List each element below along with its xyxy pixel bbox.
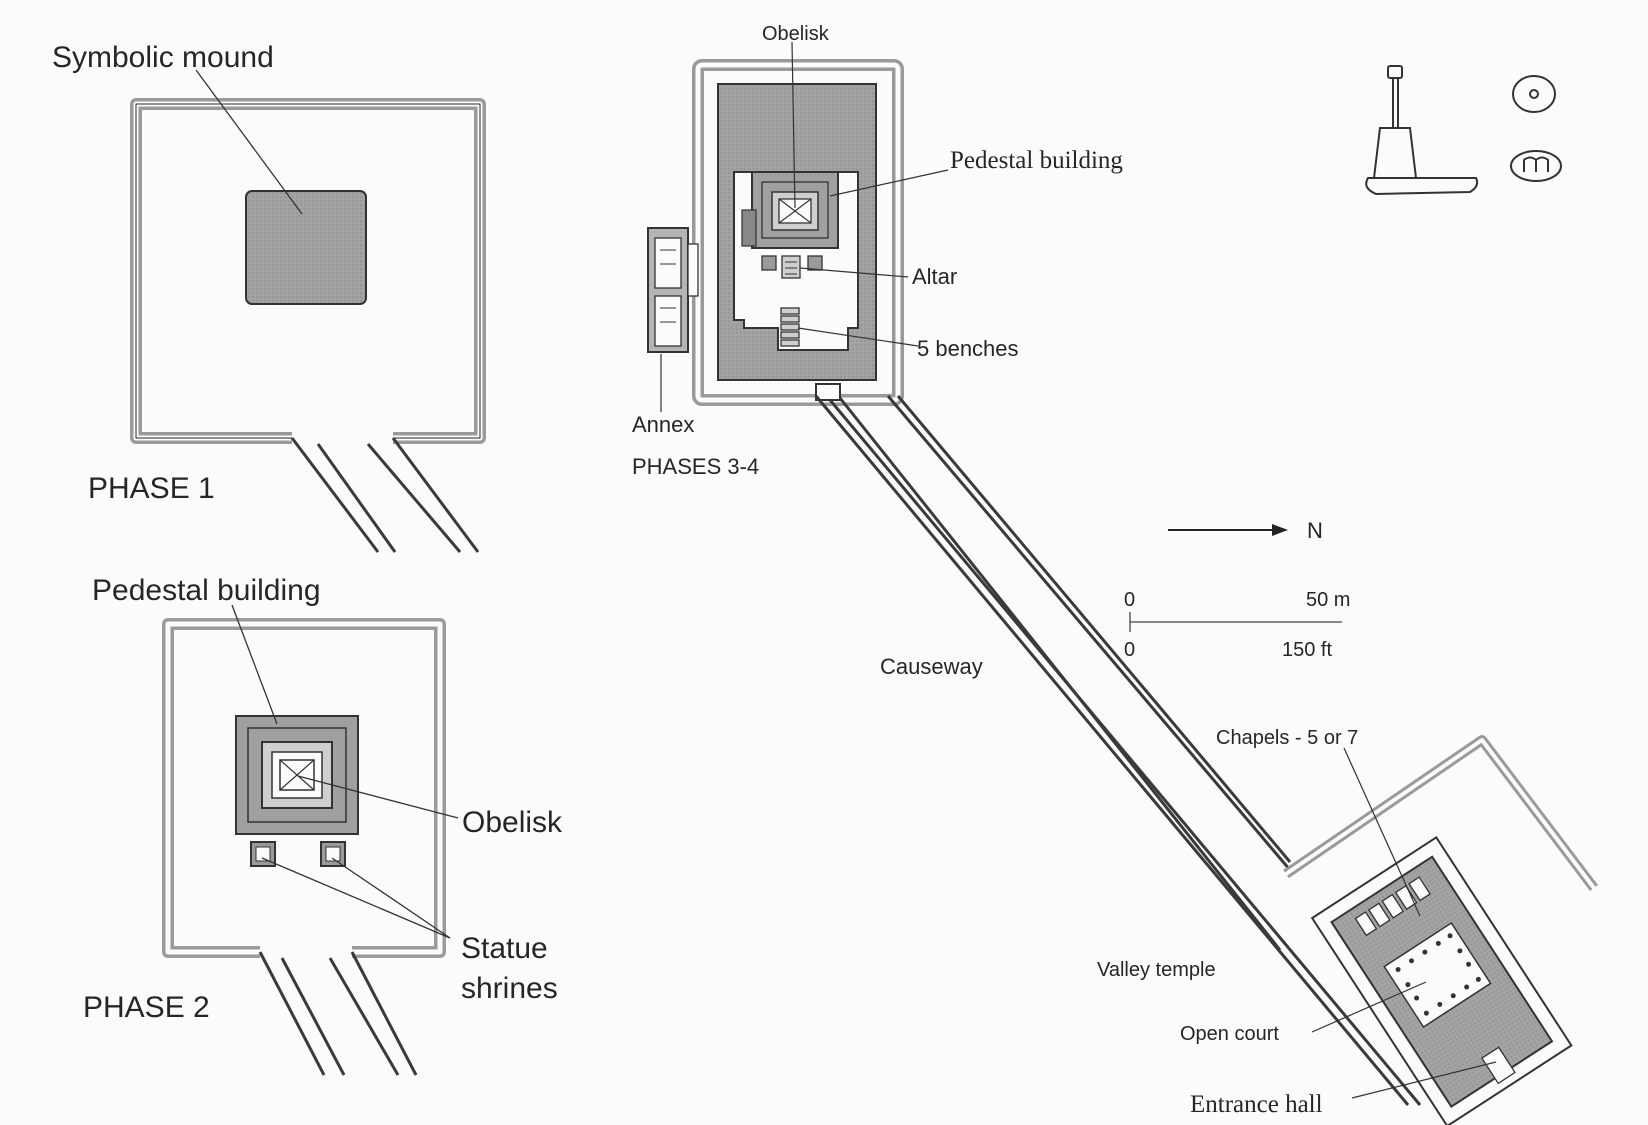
altar	[781, 255, 801, 279]
phase34-plan	[647, 41, 949, 412]
phase34-pedestal-label: Pedestal building	[950, 147, 1123, 174]
phase2-plan	[162, 604, 459, 1076]
phase34-obelisk-leader	[791, 41, 796, 209]
phase2-pedestal-label: Pedestal building	[92, 574, 321, 607]
benches-label: 5 benches	[917, 336, 1019, 361]
scale-ft-max: 150 ft	[1282, 639, 1332, 661]
symbolic-mound-leader	[195, 69, 303, 215]
statue-shrines-leader-1	[261, 857, 451, 939]
city-glyph-icon	[1510, 150, 1562, 182]
phase34-inner-temple	[717, 83, 877, 381]
causeway-label: Causeway	[880, 654, 983, 679]
valley-temple-label: Valley temple	[1097, 959, 1216, 981]
altar-leader	[799, 267, 909, 278]
symbolic-mound-label: Symbolic mound	[52, 41, 274, 74]
phase1-plan	[130, 69, 486, 553]
north-arrow-icon	[1168, 524, 1288, 536]
valley-temple-outer	[1310, 836, 1573, 1125]
annex-label: Annex	[632, 412, 694, 437]
phase34-pedestal-leader	[829, 169, 949, 197]
scale-ft-zero: 0	[1124, 639, 1135, 661]
chapels	[1354, 876, 1431, 937]
entrance-hall-label: Entrance hall	[1190, 1091, 1323, 1118]
valley-enclosure-wall	[1283, 735, 1598, 892]
statue-shrines-label-line1: Statue	[461, 932, 548, 965]
altar-label: Altar	[912, 264, 957, 289]
phase2-obelisk-leader	[297, 775, 459, 819]
scale-m-max: 50 m	[1306, 589, 1350, 611]
benches-leader	[797, 327, 919, 347]
phase2-title: PHASE 2	[83, 991, 210, 1024]
statue-shrines-leader-2	[331, 857, 451, 939]
main-causeway	[814, 395, 1422, 1106]
scale-bar	[1129, 612, 1342, 632]
phase2-obelisk-label: Obelisk	[462, 806, 563, 839]
sun-temple-hieroglyph-icon	[1365, 65, 1479, 196]
phase1-causeway	[290, 437, 480, 553]
phase34-obelisk-label: Obelisk	[762, 23, 830, 45]
sun-disk-icon	[1512, 75, 1556, 113]
open-court-leader	[1311, 981, 1427, 1033]
benches	[780, 307, 800, 347]
symbolic-mound	[245, 190, 367, 305]
phase2-pedestal-leader	[231, 604, 278, 725]
open-court	[1383, 921, 1492, 1029]
phase1-title: PHASE 1	[88, 472, 215, 505]
statue-shrines-label-line2: shrines	[461, 972, 558, 1005]
phase34-title: PHASES 3-4	[632, 454, 759, 479]
chapels-label: Chapels - 5 or 7	[1216, 727, 1358, 749]
open-court-label: Open court	[1180, 1023, 1279, 1045]
entrance-hall	[1480, 1046, 1516, 1085]
chapels-leader	[1343, 747, 1421, 917]
north-arrow-label: N	[1307, 518, 1323, 543]
phase2-causeway	[258, 951, 418, 1076]
scale-m-zero: 0	[1124, 589, 1135, 611]
valley-temple	[1283, 735, 1598, 1125]
entrance-hall-leader	[1351, 1061, 1497, 1099]
